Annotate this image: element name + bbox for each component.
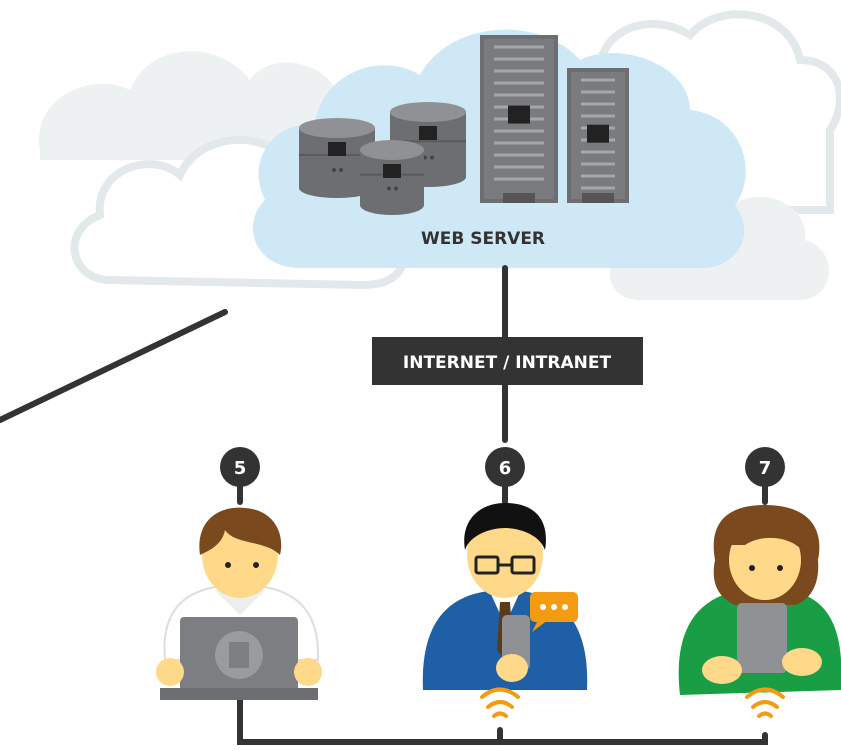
user-7-tablet bbox=[678, 505, 841, 695]
user6-face bbox=[467, 512, 543, 598]
badge-5: 5 bbox=[220, 447, 260, 487]
user6-hair bbox=[464, 503, 546, 550]
connector-lines bbox=[0, 265, 768, 745]
wifi-icon-user6 bbox=[480, 687, 520, 718]
user5-collar bbox=[215, 590, 265, 615]
tablet-icon bbox=[737, 603, 787, 673]
user-5-laptop bbox=[156, 507, 322, 700]
chat-bubble-icon bbox=[530, 592, 578, 632]
network-label-bg bbox=[372, 337, 643, 385]
web-server-label: WEB SERVER bbox=[421, 229, 545, 249]
server-rack-icon bbox=[480, 35, 558, 203]
network-label-box: INTERNET / INTRANET bbox=[372, 337, 643, 385]
glasses-icon bbox=[474, 555, 536, 575]
database-icon bbox=[360, 140, 424, 215]
badge-7: 7 bbox=[745, 447, 785, 487]
laptop-base bbox=[160, 688, 318, 700]
user-6-smartphone bbox=[422, 503, 588, 690]
badge-6: 6 bbox=[485, 447, 525, 487]
left-connector-line bbox=[0, 309, 228, 423]
badge-6-number: 6 bbox=[499, 458, 512, 479]
server-racks bbox=[480, 35, 629, 203]
wifi-icon-user7 bbox=[745, 687, 785, 718]
user5-hair bbox=[199, 507, 282, 555]
badge-5-number: 5 bbox=[234, 458, 247, 479]
network-label: INTERNET / INTRANET bbox=[403, 353, 612, 373]
database-cylinders bbox=[299, 102, 466, 215]
badge-7-number: 7 bbox=[759, 458, 772, 479]
server-rack-icon bbox=[567, 68, 629, 203]
